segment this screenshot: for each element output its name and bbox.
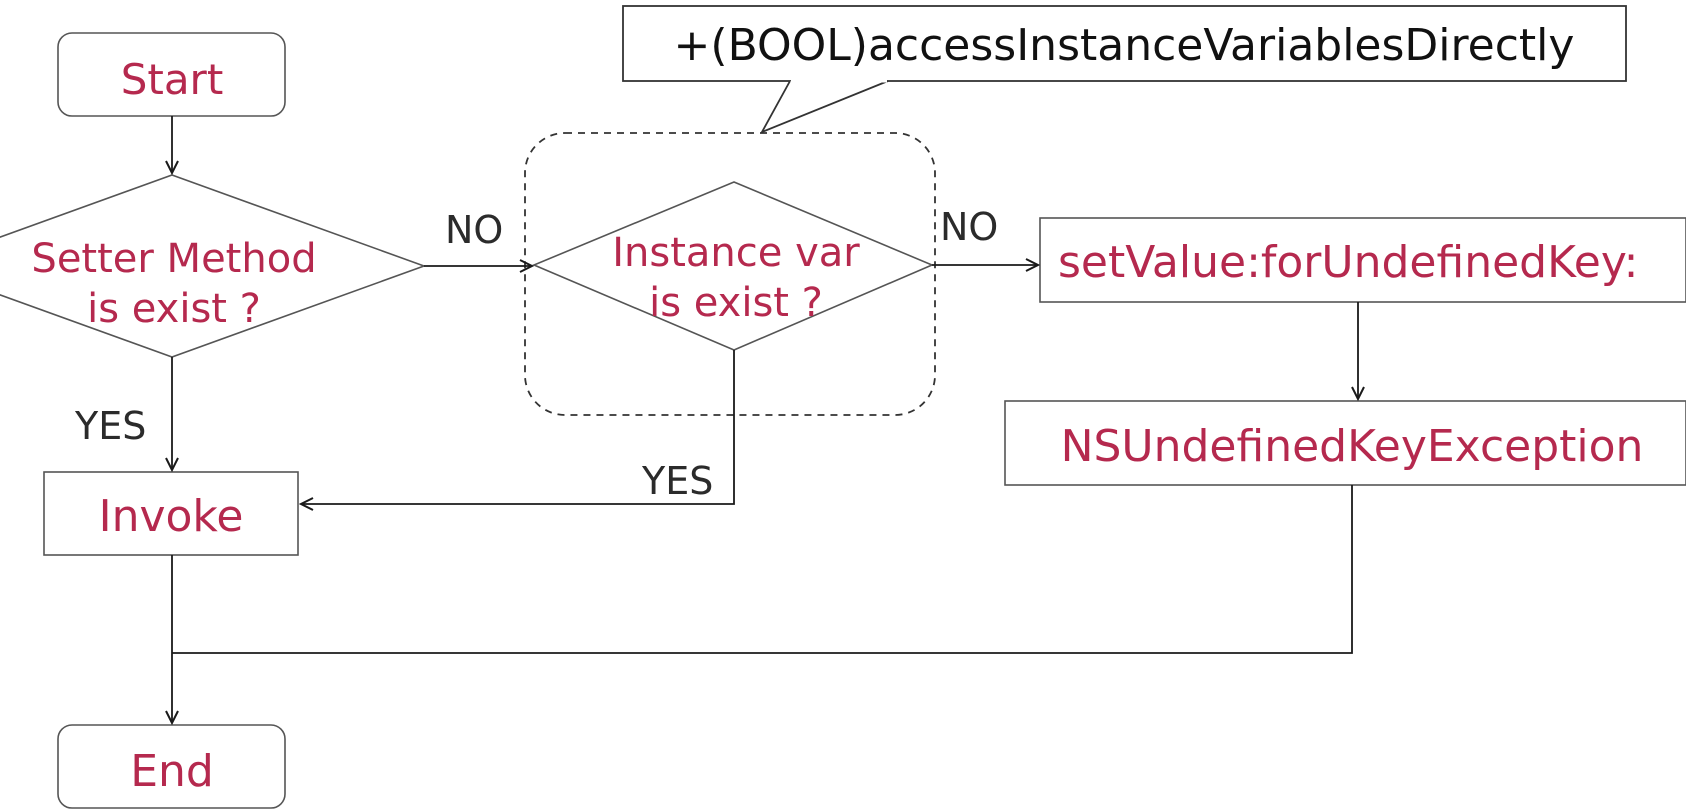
end-node: End xyxy=(57,724,286,809)
undefined-key-label: setValue:forUndefinedKey: xyxy=(1058,237,1639,288)
callout-box xyxy=(622,5,1627,82)
undefined-key-box xyxy=(1039,217,1686,303)
setter-yes-label: YES xyxy=(74,404,146,448)
setter-label-line2: is exist ? xyxy=(87,286,261,332)
callout-pointer xyxy=(759,80,889,134)
callout-text: +(BOOL)accessInstanceVariablesDirectly xyxy=(674,20,1575,71)
start-label: Start xyxy=(121,55,224,104)
arrow-ivar-yes xyxy=(301,350,735,504)
end-label: End xyxy=(130,746,214,797)
ivar-label-line2: is exist ? xyxy=(649,280,823,326)
ivar-label-line1: Instance var xyxy=(612,230,860,276)
start-node: Start xyxy=(57,32,286,117)
exception-box xyxy=(1004,400,1686,486)
ivar-yes-label: YES xyxy=(641,459,713,503)
exception-node: NSUndefinedKeyException xyxy=(1004,400,1686,486)
invoke-label: Invoke xyxy=(99,491,244,542)
ivar-no-label: NO xyxy=(940,205,998,249)
invoke-node: Invoke xyxy=(43,471,299,556)
end-box xyxy=(57,724,286,809)
invoke-box xyxy=(43,471,299,556)
undefined-key-node: setValue:forUndefinedKey: xyxy=(1039,217,1686,303)
setter-decision: Setter Method is exist ? xyxy=(0,174,427,358)
exception-label: NSUndefinedKeyException xyxy=(1061,421,1644,472)
callout: +(BOOL)accessInstanceVariablesDirectly xyxy=(622,5,1627,134)
setter-no-label: NO xyxy=(445,208,503,252)
ivar-access-group xyxy=(524,132,936,416)
ivar-decision: Instance var is exist ? xyxy=(531,181,935,351)
connector-exception-to-merge xyxy=(172,485,1353,654)
setter-label-line1: Setter Method xyxy=(31,236,316,282)
